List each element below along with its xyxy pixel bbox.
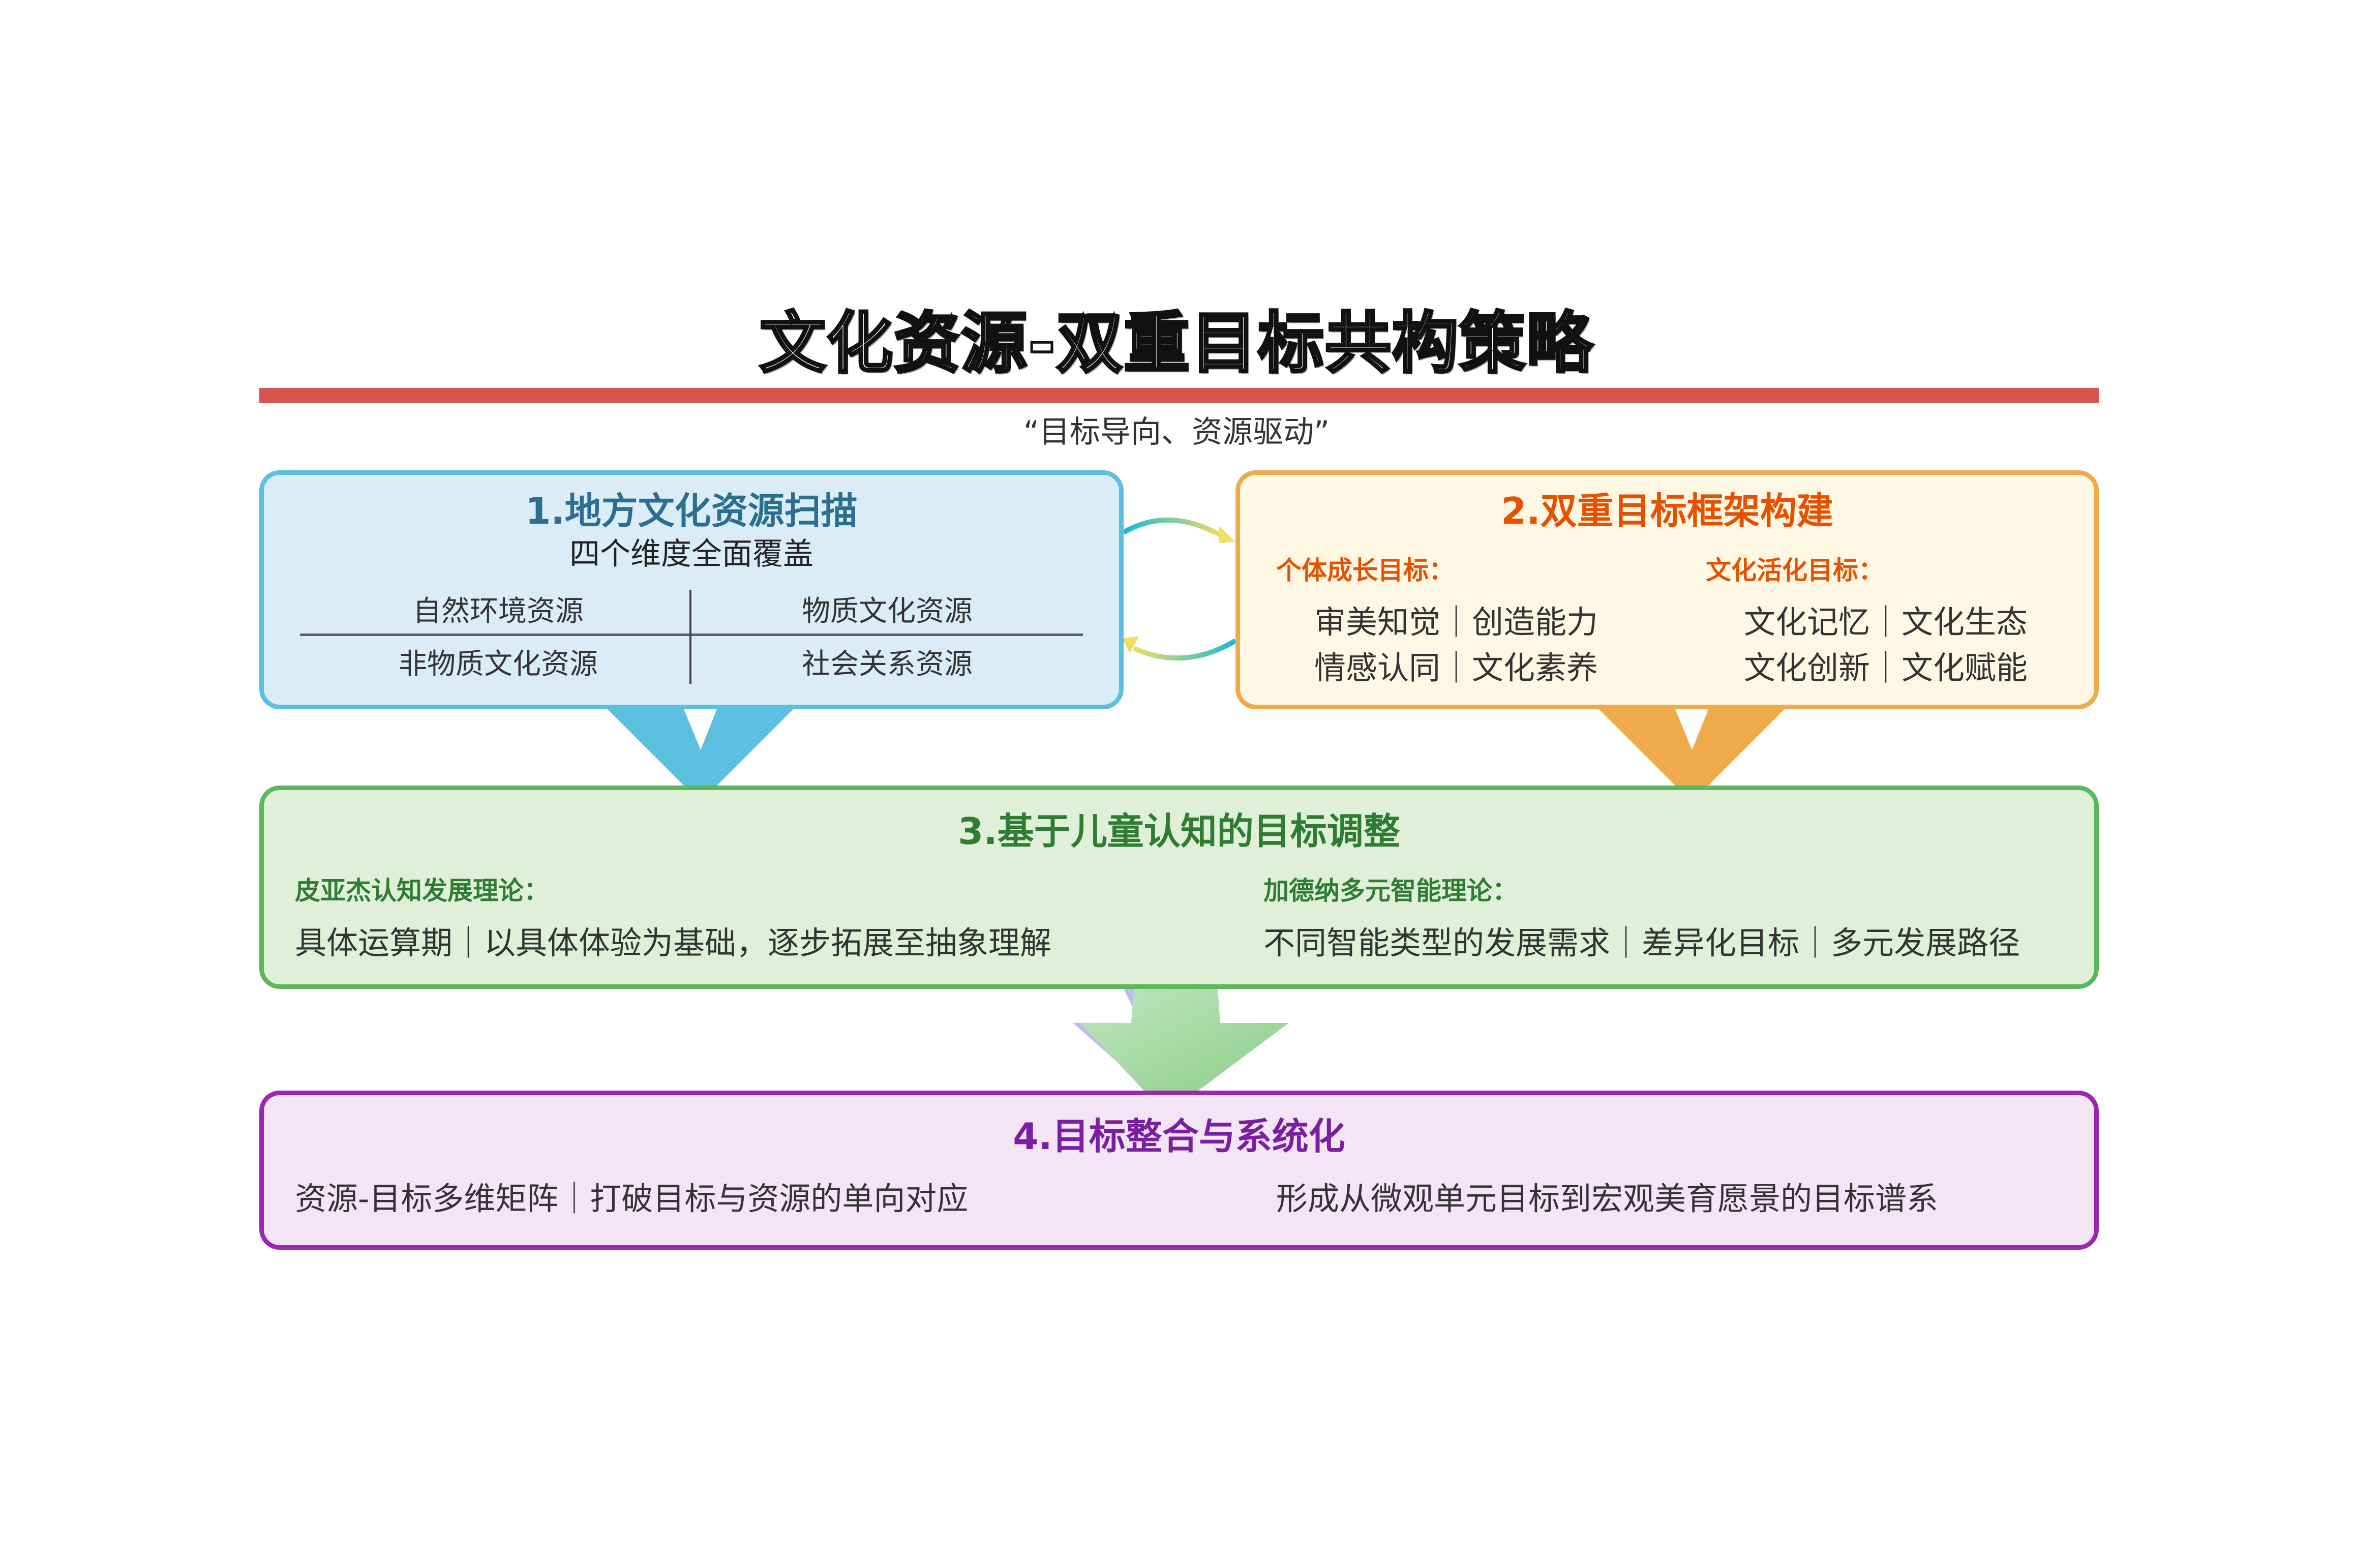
step1-card [259,470,1124,709]
title-underline-bar [259,388,2099,403]
resource-natural-environment: 自然环境资源 [413,595,584,628]
personal-growth-line-1: 审美知觉｜创造能力 [1314,604,1598,641]
merge-connector-step1 [608,709,793,786]
cultural-revival-label: 文化活化目标： [1706,556,1884,585]
step4-card [259,1091,2099,1250]
step3-title: 3.基于儿童认知的目标调整 [958,810,1400,853]
cultural-revival-line-1: 文化记忆｜文化生态 [1744,604,2028,641]
step1-subtitle: 四个维度全面覆盖 [569,536,813,572]
resource-material-culture: 物质文化资源 [802,595,973,628]
arrowhead-right-icon [1219,526,1235,543]
merge-connector-step2 [1599,709,1785,786]
piaget-theory-text: 具体运算期｜以具体体验为基础，逐步拓展至抽象理解 [295,924,1052,961]
gardner-theory-label: 加德纳多元智能理论： [1263,876,1518,906]
curved-arrow-step1-to-step2 [1122,517,1224,539]
grid-divider-horizontal [300,634,1083,636]
step4-right-text: 形成从微观单元目标到宏观美育愿景的目标谱系 [1276,1180,1939,1217]
step2-card [1235,470,2099,709]
down-arrow-step3-to-step4 [1080,989,1289,1091]
personal-growth-line-2: 情感认同｜文化素养 [1314,649,1598,686]
resource-social-relations: 社会关系资源 [802,648,973,681]
cultural-revival-line-2: 文化创新｜文化赋能 [1744,649,2028,686]
personal-growth-label: 个体成长目标： [1276,556,1454,585]
piaget-theory-label: 皮亚杰认知发展理论： [295,876,549,906]
step1-title: 1.地方文化资源扫描 [525,490,858,532]
curved-arrow-step2-to-step1 [1132,638,1237,661]
page-subtitle: “目标导向、资源驱动” [1023,414,1330,450]
resource-intangible-culture: 非物质文化资源 [399,648,598,681]
gardner-theory-text: 不同智能类型的发展需求｜差异化目标｜多元发展路径 [1263,924,2020,961]
step4-title: 4.目标整合与系统化 [1013,1115,1345,1158]
step2-title: 2.双重目标框架构建 [1501,490,1833,532]
grid-divider-vertical [689,590,691,684]
step3-card [259,786,2099,989]
arrowhead-left-icon [1122,637,1139,653]
step4-left-text: 资源-目标多维矩阵｜打破目标与资源的单向对应 [295,1180,969,1217]
page-title: 文化资源-双重目标共构策略 [759,304,1594,383]
